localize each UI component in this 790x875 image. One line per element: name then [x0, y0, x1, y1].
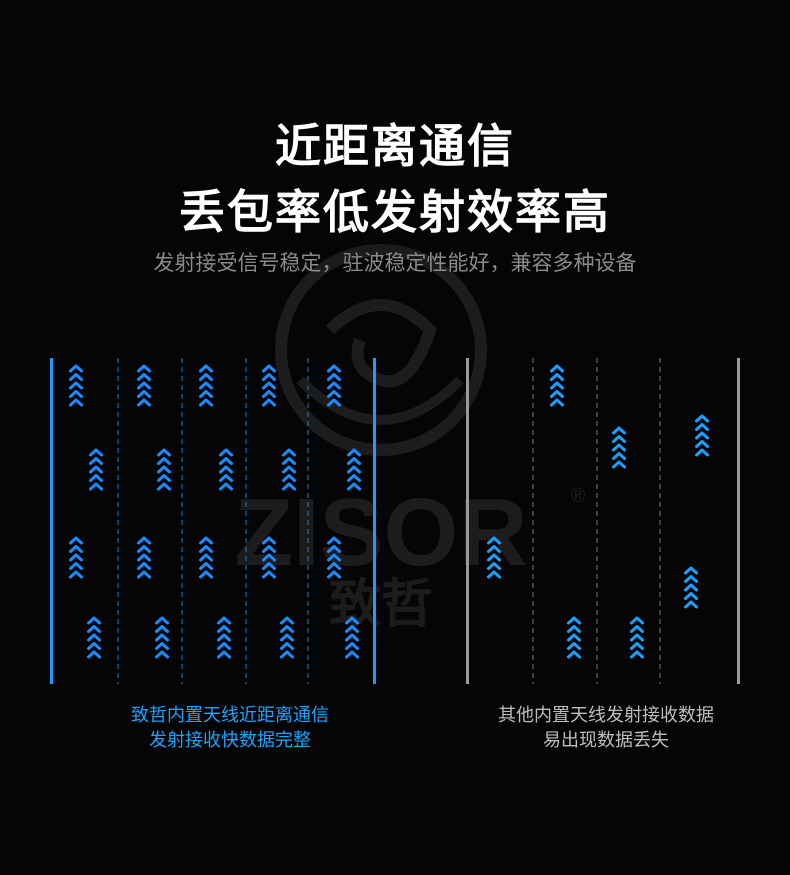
up-arrow-stack-icon	[137, 536, 151, 579]
subtitle: 发射接受信号稳定，驻波稳定性能好，兼容多种设备	[153, 251, 637, 275]
up-arrow-stack-icon	[219, 448, 233, 491]
up-arrow-stack-icon	[550, 364, 564, 407]
other-signal-diagram	[466, 358, 740, 684]
up-arrow-stack-icon	[137, 364, 151, 407]
panel-right-border	[737, 358, 740, 684]
up-arrow-stack-icon	[69, 364, 83, 407]
up-arrow-stack-icon	[327, 536, 341, 579]
zisor-antenna-signal-panel	[50, 358, 376, 684]
panel-right-border	[373, 358, 376, 684]
up-arrow-stack-icon	[89, 448, 103, 491]
up-arrow-stack-icon	[567, 616, 581, 659]
other-caption-line-2: 易出现数据丢失	[543, 730, 669, 751]
up-arrow-stack-icon	[217, 616, 231, 659]
panel-left-border	[50, 358, 53, 684]
up-arrow-stack-icon	[630, 616, 644, 659]
zisor-caption-line-1: 致哲内置天线近距离通信	[131, 705, 329, 726]
up-arrow-stack-icon	[347, 448, 361, 491]
up-arrow-stack-icon	[282, 448, 296, 491]
up-arrow-stack-icon	[487, 536, 501, 579]
up-arrow-stack-icon	[199, 364, 213, 407]
zisor-caption-line-2: 发射接收快数据完整	[149, 730, 311, 751]
up-arrow-stack-icon	[69, 536, 83, 579]
up-arrow-stack-icon	[695, 414, 709, 457]
headline-line-1: 近距离通信	[275, 119, 515, 173]
up-arrow-stack-icon	[684, 566, 698, 609]
up-arrow-stack-icon	[199, 536, 213, 579]
up-arrow-stack-icon	[280, 616, 294, 659]
zisor-signal-diagram	[50, 358, 376, 684]
headline-line-2: 丢包率低发射效率高	[179, 185, 611, 239]
up-arrow-stack-icon	[87, 616, 101, 659]
up-arrow-stack-icon	[157, 448, 171, 491]
up-arrow-stack-icon	[612, 426, 626, 469]
other-antenna-caption: 其他内置天线发射接收数据 易出现数据丢失	[430, 703, 782, 753]
up-arrow-stack-icon	[155, 616, 169, 659]
zisor-antenna-caption: 致哲内置天线近距离通信 发射接收快数据完整	[40, 703, 420, 753]
up-arrow-stack-icon	[262, 364, 276, 407]
up-arrow-stack-icon	[345, 616, 359, 659]
up-arrow-stack-icon	[327, 364, 341, 407]
other-caption-line-1: 其他内置天线发射接收数据	[498, 705, 714, 726]
other-antenna-signal-panel	[466, 358, 740, 684]
panel-left-border	[466, 358, 469, 684]
up-arrow-stack-icon	[262, 536, 276, 579]
